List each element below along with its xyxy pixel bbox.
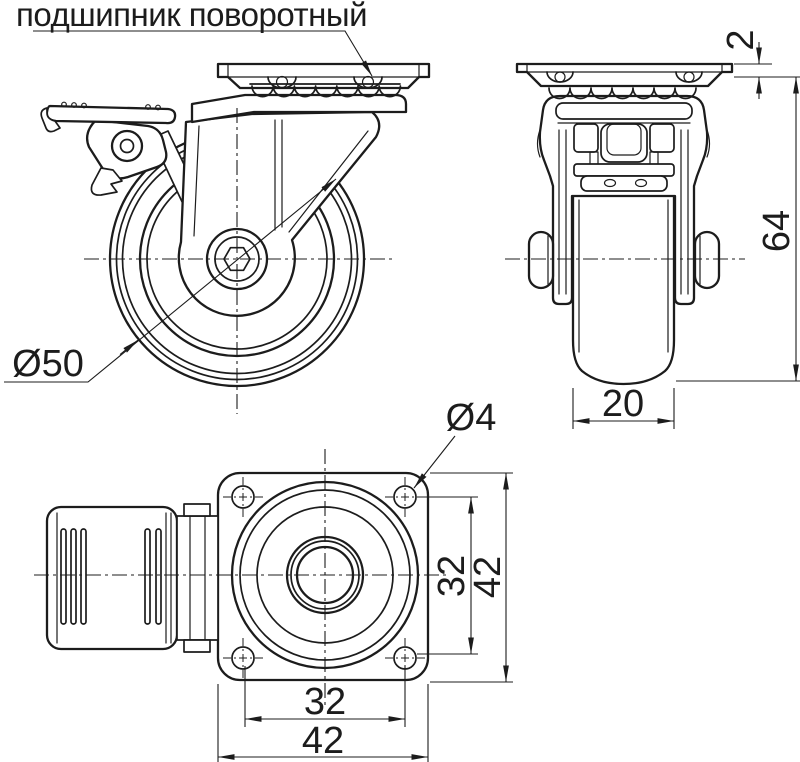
front-view xyxy=(505,62,745,386)
dim-wheel-diameter: Ø50 xyxy=(12,343,84,385)
dim-hole-spacing-v-lines xyxy=(417,496,478,655)
brake-lever xyxy=(40,101,177,196)
dim-overall-height-lines xyxy=(676,77,800,382)
callout-label: подшипник поворотный xyxy=(16,0,367,33)
dim-plate-size-v: 42 xyxy=(467,556,509,598)
dim-hole-diameter-leader xyxy=(413,435,456,489)
top-view xyxy=(34,449,448,706)
dim-plate-thickness-lines xyxy=(734,42,800,99)
callout-leader xyxy=(33,30,373,77)
pedal-grip-dots xyxy=(61,101,161,111)
brake-pedal-plan xyxy=(45,503,219,653)
annotations: подшипник поворотный Ø50 2 64 20 Ø4 32 4… xyxy=(4,0,800,762)
brake-mechanism-front xyxy=(536,102,711,295)
side-view xyxy=(40,62,431,414)
pedal-bracket xyxy=(176,503,219,653)
dim-plate-thickness: 2 xyxy=(720,29,762,50)
brake-cam-claw xyxy=(90,167,123,196)
dim-hole-diameter: Ø4 xyxy=(446,397,497,439)
swivel-fork xyxy=(177,93,408,317)
top-plate-side xyxy=(216,62,431,90)
dim-hole-spacing-v: 32 xyxy=(431,555,473,597)
axle-boss-right xyxy=(693,230,721,290)
dim-overall-height: 64 xyxy=(756,210,798,252)
dim-plate-size-h-lines xyxy=(217,684,429,762)
dim-hole-spacing-h: 32 xyxy=(304,681,346,723)
pedal-hook xyxy=(40,107,61,133)
wheel-front xyxy=(571,188,676,386)
top-plate-front xyxy=(515,62,734,88)
dim-plate-size-v-lines xyxy=(430,472,513,683)
fork-housing xyxy=(538,94,709,306)
lever-pivot xyxy=(110,129,144,163)
hole-centermarks xyxy=(223,477,425,678)
swivel-bearing-balls-front xyxy=(548,87,697,100)
dim-hole-spacing-h-lines xyxy=(244,666,406,727)
dim-wheel-width-lines xyxy=(572,388,675,429)
swivel-bearing-balls xyxy=(249,83,402,98)
dim-plate-size-h: 42 xyxy=(302,720,344,762)
axle-boss-left xyxy=(527,230,555,290)
dim-wheel-width: 20 xyxy=(602,383,644,425)
dim-wheel-diameter-leader xyxy=(4,178,337,383)
